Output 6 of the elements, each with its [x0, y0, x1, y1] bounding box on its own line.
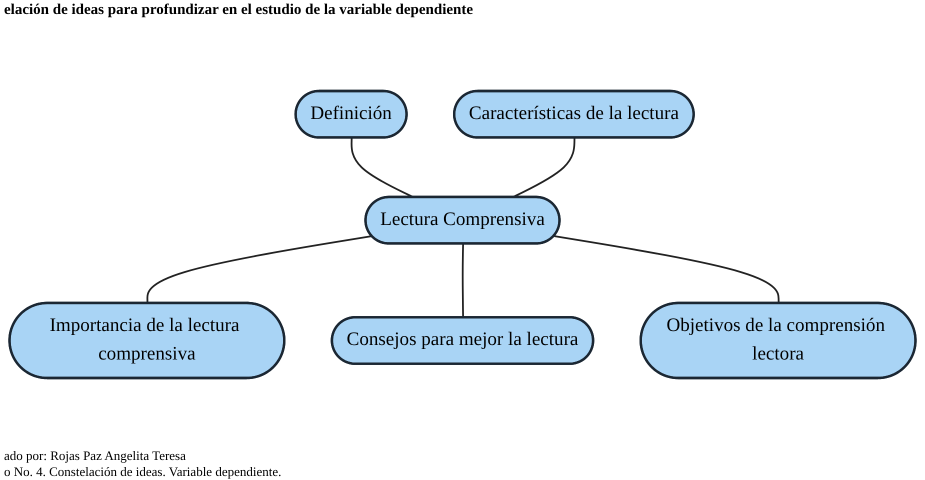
caption-note: ado por: Rojas Paz Angelita Teresa [3, 448, 187, 464]
connector [462, 244, 464, 318]
connector [554, 235, 780, 304]
diagram-title: elación de ideas para profundizar en el estudio de la variable dependiente [3, 1, 474, 20]
caption-note: o No. 4. Constelación de ideas. Variable dependiente. [3, 464, 282, 480]
connector [146, 235, 372, 304]
